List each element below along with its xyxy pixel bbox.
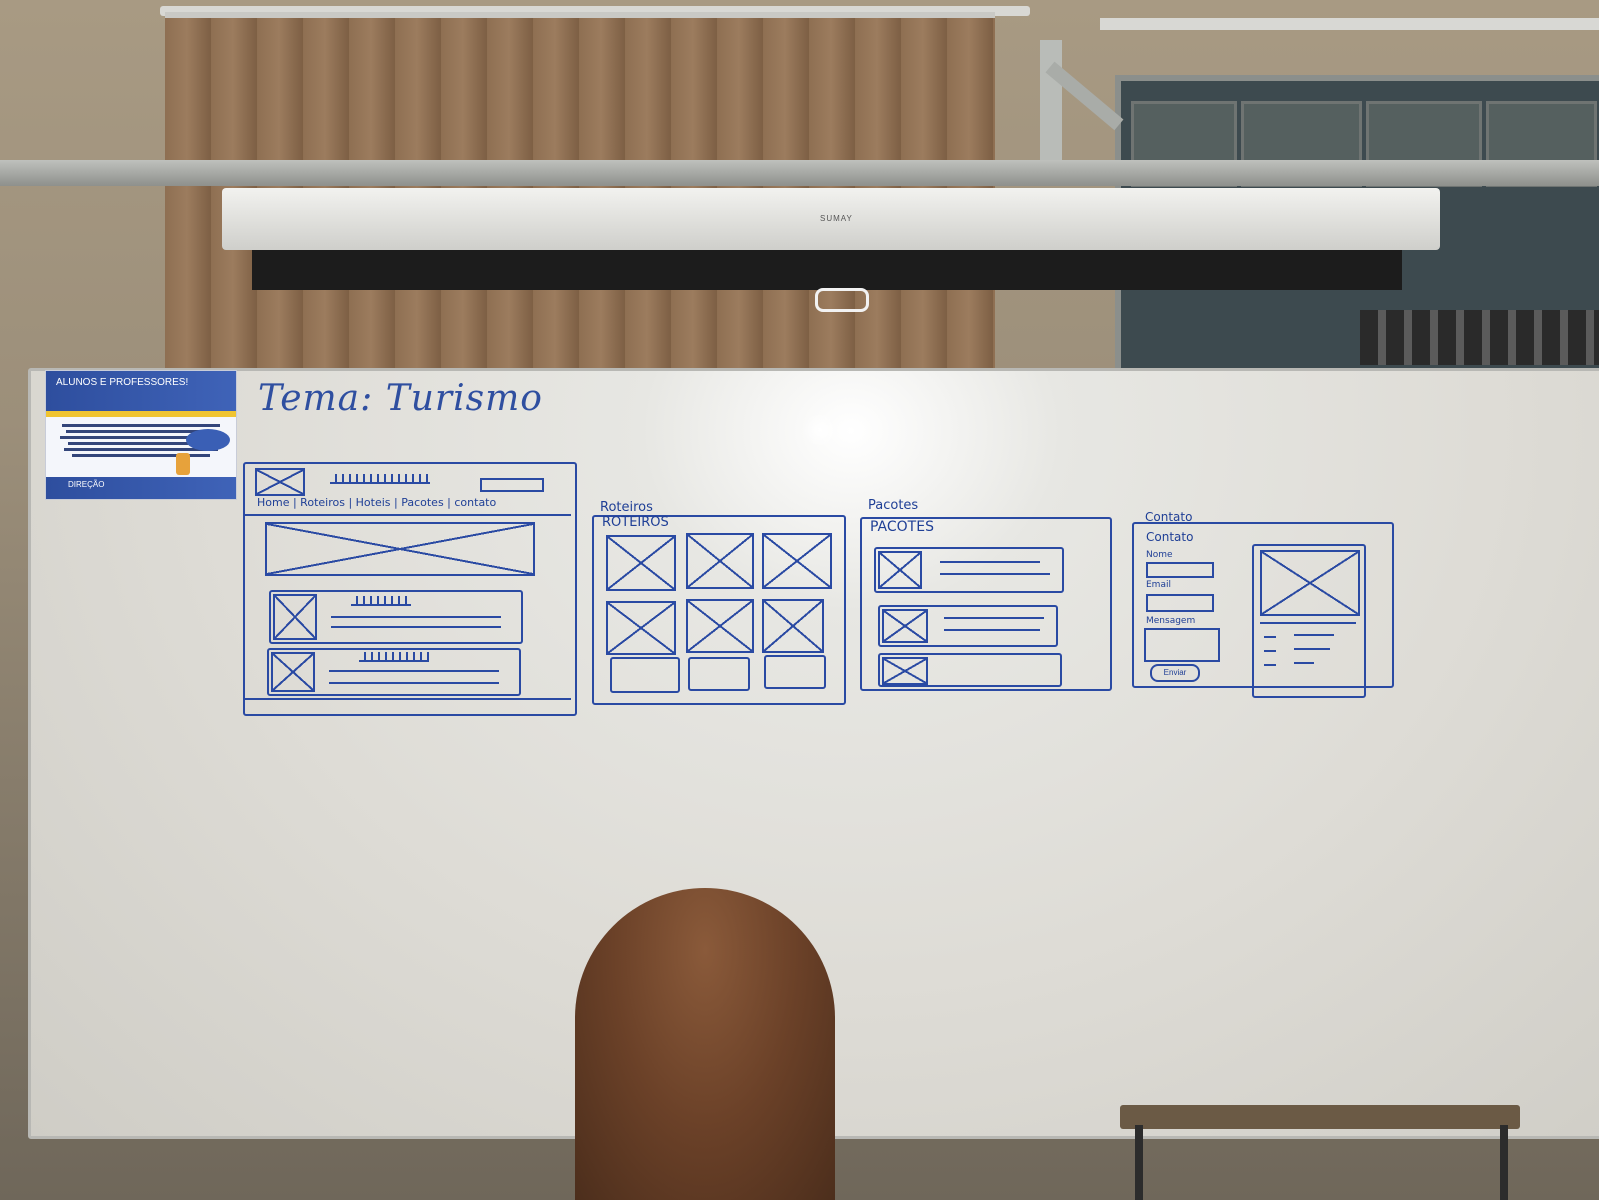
pacote-text-line <box>944 629 1040 631</box>
contato-submit-button: Enviar <box>1150 664 1200 682</box>
search-box <box>480 478 544 492</box>
site-title-scribble <box>330 474 430 484</box>
poster-body <box>46 417 236 464</box>
pacote-card <box>874 547 1064 593</box>
card-text-line <box>329 682 499 684</box>
roteiros-heading: ROTEIROS <box>602 515 669 530</box>
contato-field-label: Email <box>1146 580 1171 590</box>
poster: ALUNOS E PROFESSORES! DIREÇÃO <box>45 370 237 500</box>
chair-leg <box>1500 1125 1508 1200</box>
pacote-image-placeholder <box>882 657 928 685</box>
pacotes-small-heading: Pacotes <box>868 498 919 513</box>
projector-screen-handle <box>815 288 869 312</box>
poster-heading: ALUNOS E PROFESSORES! <box>46 371 236 411</box>
contato-info-line <box>1264 636 1276 638</box>
contato-email-input <box>1146 594 1214 612</box>
contato-info-line <box>1294 648 1330 650</box>
home-card <box>269 590 523 644</box>
contato-info-line <box>1264 664 1276 666</box>
roteiros-small-heading: Roteiros <box>600 500 653 515</box>
roteiro-image-placeholder <box>606 601 676 655</box>
contato-heading: Contato <box>1146 530 1194 544</box>
footer-line <box>245 698 571 700</box>
person-head <box>575 888 835 1200</box>
contato-small-heading: Contato <box>1145 510 1193 524</box>
roteiro-card-empty <box>764 655 826 689</box>
roteiro-image-placeholder <box>686 533 754 589</box>
banner-placeholder <box>265 522 535 576</box>
roteiro-image-placeholder <box>762 599 824 653</box>
wireframe-home: Home | Roteiros | Hoteis | Pacotes | con… <box>243 462 577 716</box>
contato-info-line <box>1294 634 1334 636</box>
roteiro-card-empty <box>610 657 680 693</box>
wireframe-pacotes: PACOTES <box>860 517 1112 691</box>
pacote-text-line <box>944 617 1044 619</box>
pacotes-heading: PACOTES <box>870 519 934 535</box>
card-text-line <box>329 670 499 672</box>
contato-info-line <box>1294 662 1314 664</box>
wireframe-roteiros: ROTEIROS <box>592 515 846 705</box>
poster-footer: DIREÇÃO <box>46 477 236 499</box>
logo-placeholder <box>255 468 305 496</box>
board-title: Tema: Turismo <box>258 378 543 419</box>
roteiro-image-placeholder <box>606 535 676 591</box>
card-title-scribble <box>359 652 429 662</box>
card-title-scribble <box>351 596 411 606</box>
wireframe-contato: Contato Nome Email Mensagem Enviar <box>1132 522 1394 698</box>
projector-screen-bar <box>252 250 1402 290</box>
upper-rail <box>1100 18 1599 30</box>
chair-back <box>1120 1105 1520 1129</box>
contato-field-label: Nome <box>1146 550 1173 560</box>
contato-name-input <box>1146 562 1214 578</box>
map-placeholder <box>1260 550 1360 616</box>
home-card <box>267 648 521 696</box>
card-text-line <box>331 616 501 618</box>
pacote-card <box>878 653 1062 687</box>
projector-screen-case <box>222 188 1440 250</box>
contato-info-line <box>1264 650 1276 652</box>
poster-bubble <box>186 429 230 451</box>
shelf <box>1360 310 1599 365</box>
poster-mascot <box>176 453 190 475</box>
nav-underline <box>245 514 571 516</box>
contato-field-label: Mensagem <box>1146 616 1196 626</box>
roteiro-image-placeholder <box>686 599 754 653</box>
nav-label: Home | Roteiros | Hoteis | Pacotes | con… <box>257 496 497 509</box>
roteiro-card-empty <box>688 657 750 691</box>
wall-bracket <box>1040 40 1062 170</box>
curtain-rail <box>160 6 1030 16</box>
light-glare <box>800 415 840 445</box>
pacote-text-line <box>940 573 1050 575</box>
screen-brand-label: SUMAY <box>820 214 853 223</box>
pacote-image-placeholder <box>882 609 928 643</box>
card-text-line <box>331 626 501 628</box>
pacote-image-placeholder <box>878 551 922 589</box>
poster-stripe <box>46 411 236 417</box>
pacote-text-line <box>940 561 1040 563</box>
chair-leg <box>1135 1125 1143 1200</box>
contato-divider <box>1260 622 1356 624</box>
pacote-card <box>878 605 1058 647</box>
card-image-placeholder <box>271 652 315 692</box>
roteiro-image-placeholder <box>762 533 832 589</box>
contato-map-panel <box>1252 544 1366 698</box>
card-image-placeholder <box>273 594 317 640</box>
contato-message-input <box>1144 628 1220 662</box>
ceiling-rail <box>0 160 1599 186</box>
